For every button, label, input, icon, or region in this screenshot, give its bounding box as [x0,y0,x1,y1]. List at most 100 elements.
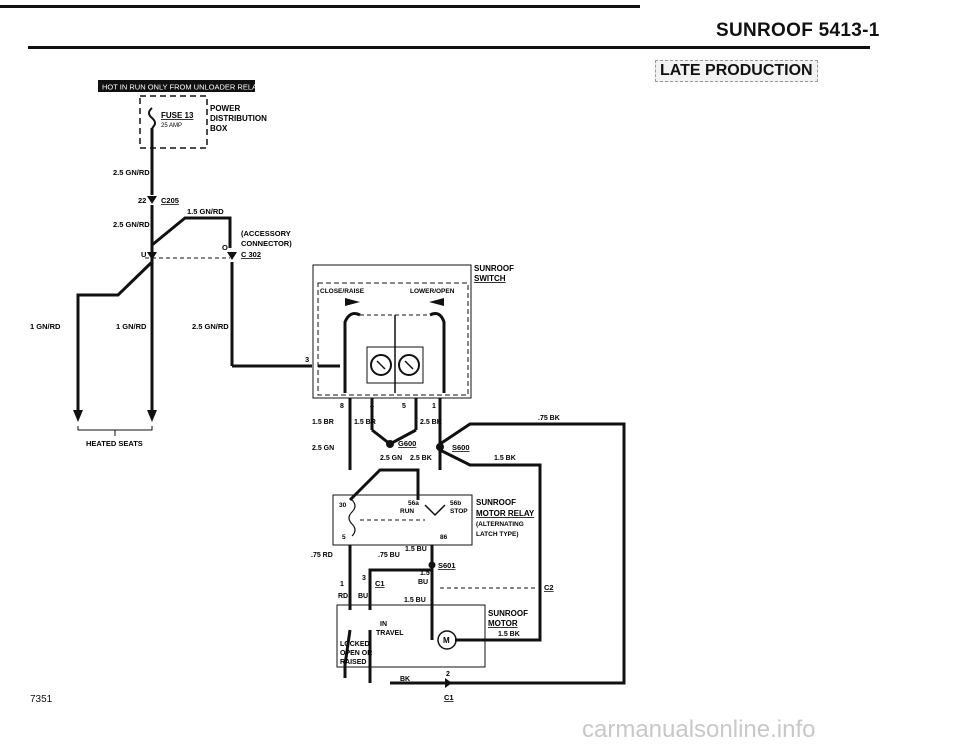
relay-t56b: 56b [450,500,461,507]
c205-pin: 22 [138,196,146,205]
relay-t56a: 56a [408,500,419,507]
pin-1: 1 [432,403,436,410]
relay-box-outline [332,494,473,546]
relay-title-1: SUNROOF [476,498,516,507]
s600-splice-icon [436,443,444,451]
relay-note-1: (ALTERNATING [476,521,524,528]
accessory-label-1: (ACCESSORY [241,229,291,238]
lamp-left-icon [370,354,392,376]
switch-title-2: SWITCH [474,274,506,283]
fuse-rating: 25 AMP [161,123,182,129]
wire-label-15gnrd: 1.5 GN/RD [187,207,224,216]
wire-label-15bu-a: 1.5 BU [405,546,427,553]
wire-rd-low [343,629,352,678]
relay-t30: 30 [339,502,347,509]
header-rule [28,46,870,49]
locked-3: RAISED [340,659,366,666]
relay-contact-icon [424,504,446,517]
c302-pin: O [222,243,228,252]
switch-contact-right [429,312,446,340]
top-rule [0,5,640,8]
page-title: SUNROOF 5413-1 [716,20,880,41]
relay-note-2: LATCH TYPE) [476,531,519,538]
c1-bottom-pin: 2 [446,671,450,678]
relay-title-2: MOTOR RELAY [476,509,535,518]
c302-label: C 302 [241,250,261,259]
s600-label: S600 [452,443,470,452]
c1-bottom-connector-shape [445,678,452,688]
relay-run: RUN [400,508,414,515]
wire-label-25bk-a: 2.5 BK [420,419,442,426]
fuse-symbol [148,107,156,129]
wire-label-25gnrd-b: 2.5 GN/RD [113,220,150,229]
wire-label-25gn-a: 2.5 GN [312,445,334,452]
c205-label: C205 [161,196,179,205]
relay-t5: 5 [342,534,346,541]
wire-label-15br-b: 1.5 BR [354,419,376,426]
in-travel-1: IN [380,621,387,628]
wire-1gnrd-a [76,260,154,410]
open-arrow-icon [429,298,444,306]
wire-label-25gn-b: 2.5 GN [380,455,402,462]
production-badge: LATE PRODUCTION [655,60,818,82]
wire-label-75rd: .75 RD [311,552,333,559]
wire-label-15bk-a: 1.5 BK [494,455,516,462]
wire-label-1gnrd-a: 1 GN/RD [30,322,61,331]
wire-label-rd: RD [338,593,348,600]
wire-label-15bu-b: 1.5 BU [404,597,426,604]
pin-3: 3 [305,355,309,364]
c1-bottom-label: C1 [444,693,454,702]
motor-icon [437,630,457,650]
pin-8: 8 [340,403,344,410]
arrow-seat-b [147,410,157,422]
fuse-label: FUSE 13 [161,111,194,120]
relay-t86: 86 [440,534,448,541]
wire-label-75bu: .75 BU [378,552,400,559]
switch-title-1: SUNROOF [474,264,514,273]
wire-label-bk: BK [400,676,410,683]
lamp-left-x [376,360,386,370]
close-raise-label: CLOSE/RAISE [320,288,365,295]
lamp-right-x [404,360,414,370]
motor-title-2: MOTOR [488,619,518,628]
c302-connector-shape [227,252,237,260]
locked-1: LOCKED [340,641,370,648]
watermark: carmanualsonline.info [582,716,816,743]
wire-25gn-relay [348,468,420,502]
c2-label: C2 [544,583,554,592]
motor-title-1: SUNROOF [488,609,528,618]
wire-label-bu-b: BU [358,593,368,600]
relay-stop: STOP [450,508,468,515]
power-box-line1: POWER [210,104,240,113]
s601-label: S601 [438,561,456,570]
pin-5: 5 [402,403,406,410]
wire-75bk [390,422,626,685]
locked-2: OPEN OR [340,650,372,657]
accessory-label-2: CONNECTOR) [241,239,292,248]
switch-inner-outline [317,282,469,396]
c1-pin-1: 1 [340,581,344,588]
heated-seats-label: HEATED SEATS [86,439,143,448]
hot-banner-bg [98,80,255,92]
close-arrow-icon [345,298,360,306]
wire-label-25bk-b: 2.5 BK [410,455,432,462]
page-number: 7351 [30,694,53,705]
lamp-right-icon [398,354,420,376]
wire-label-75bk: .75 BK [538,415,560,422]
c1-pin: 3 [362,575,366,582]
wire-15gnrd [151,216,232,248]
wire-label-15br-a: 1.5 BR [312,419,334,426]
lower-open-label: LOWER/OPEN [410,288,455,295]
wire-label-15: 1.5 [420,570,430,577]
u-connector-shape [147,252,157,260]
in-travel-2: TRAVEL [376,630,404,637]
wire-label-bu-a: BU [418,579,428,586]
motor-box-outline [336,604,486,668]
power-box-line2: DISTRIBUTION [210,114,267,123]
motor-m: M [443,636,450,645]
heated-seats-bracket [77,426,153,436]
c205-connector-shape [147,196,157,204]
wire-label-15bk-b: 1.5 BK [498,631,520,638]
hot-banner: HOT IN RUN ONLY FROM UNLOADER RELAY [102,83,261,92]
